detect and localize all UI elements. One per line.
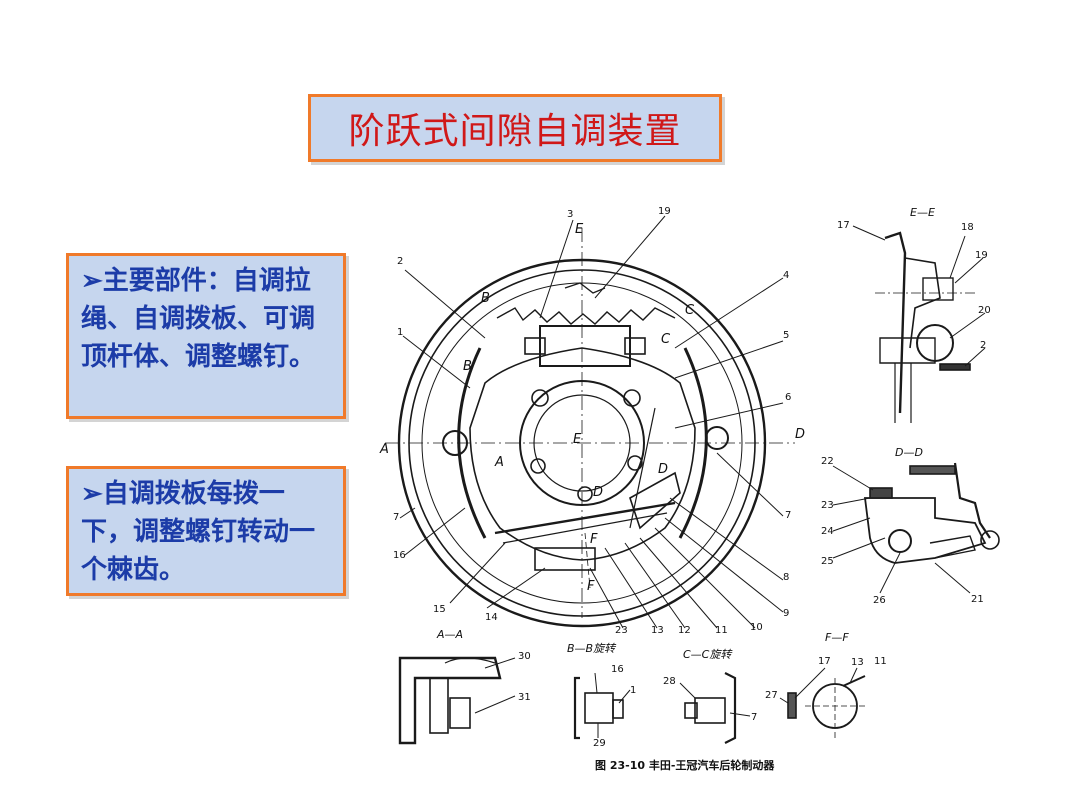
- section-ee-drawing: [852, 225, 986, 423]
- part-number-16: 16: [393, 550, 406, 561]
- letter-d-lower: D: [593, 485, 603, 500]
- diagram-caption: 图 23-10 丰田-王冠汽车后轮制动器: [595, 758, 775, 772]
- section-bb-label: B—B旋转: [567, 642, 617, 655]
- note-ratchet: ➢自调拨板每拨一下，调整螺钉转动一个棘齿。: [66, 466, 346, 596]
- part-number-2-ee: 2: [980, 340, 986, 351]
- letter-c-lower: C: [661, 332, 671, 347]
- part-number-26: 26: [873, 595, 886, 606]
- letter-a-right: A: [494, 455, 504, 470]
- part-number-labels: 1 2 3 4 5 6 7 7 8 9 10 11 12 13 14 15 16…: [393, 206, 991, 749]
- part-number-23-dd: 23: [821, 500, 834, 511]
- section-dd-label: D—D: [895, 446, 923, 459]
- part-number-18: 18: [961, 222, 974, 233]
- part-number-13: 13: [651, 625, 664, 636]
- part-number-7-cc: 7: [751, 712, 757, 723]
- part-number-6: 6: [785, 392, 791, 403]
- part-number-16-bb: 16: [611, 664, 624, 675]
- section-aa-label: A—A: [436, 628, 463, 641]
- section-ff-label: F—F: [825, 631, 849, 644]
- section-ee-label: E—E: [910, 206, 935, 219]
- part-number-30: 30: [518, 651, 531, 662]
- letter-d-right: D: [795, 427, 805, 442]
- part-number-31: 31: [518, 692, 531, 703]
- part-number-22: 22: [821, 456, 834, 467]
- part-number-24: 24: [821, 526, 834, 537]
- part-number-4: 4: [783, 270, 789, 281]
- part-number-21: 21: [971, 594, 984, 605]
- part-number-7-left: 7: [393, 512, 399, 523]
- section-letters: E E A A B B C C D D D F F: [379, 222, 805, 594]
- brake-diagram: E E A A B B C C D D D F F E—E D—D A—A B—…: [379, 206, 1000, 772]
- letter-b-top: B: [481, 291, 490, 306]
- section-bb-drawing: [573, 672, 631, 740]
- slide-title: 阶跃式间隙自调装置: [348, 111, 682, 152]
- part-number-11-ff: 11: [874, 656, 887, 667]
- title-box: 阶跃式间隙自调装置: [308, 94, 722, 162]
- part-number-11: 11: [715, 625, 728, 636]
- part-number-29: 29: [593, 738, 606, 749]
- note-main-parts: ➢主要部件：自调拉绳、自调拨板、可调顶杆体、调整螺钉。: [66, 253, 346, 419]
- section-dd-drawing: [832, 462, 1000, 594]
- part-number-7-right: 7: [785, 510, 791, 521]
- part-number-23-main: 23: [615, 625, 628, 636]
- part-number-19-main: 19: [658, 206, 671, 217]
- letter-c-top: C: [685, 303, 695, 318]
- part-number-19-ee: 19: [975, 250, 988, 261]
- section-aa-drawing: [398, 656, 516, 745]
- letter-e-top: E: [575, 222, 584, 237]
- letter-e-center: E: [573, 432, 582, 447]
- part-number-20: 20: [978, 305, 991, 316]
- letter-f-upper: F: [590, 532, 598, 547]
- part-number-1-bb: 1: [630, 685, 636, 696]
- letter-d-upper: D: [658, 462, 668, 477]
- part-number-8: 8: [783, 572, 789, 583]
- part-number-17-ff: 17: [818, 656, 831, 667]
- part-number-2: 2: [397, 256, 403, 267]
- letter-f-lower: F: [587, 579, 595, 594]
- section-cc-label: C—C旋转: [683, 648, 733, 661]
- part-number-10: 10: [750, 622, 763, 633]
- section-ff-drawing: [779, 667, 866, 738]
- part-number-3: 3: [567, 209, 573, 220]
- part-number-9: 9: [783, 608, 789, 619]
- part-number-25: 25: [821, 556, 834, 567]
- part-number-13-ff: 13: [851, 657, 864, 668]
- part-number-5: 5: [783, 330, 789, 341]
- part-number-12: 12: [678, 625, 691, 636]
- letter-a-left: A: [379, 442, 389, 457]
- section-cc-drawing: [679, 672, 751, 744]
- part-number-17-ee: 17: [837, 220, 850, 231]
- part-number-27: 27: [765, 690, 778, 701]
- part-number-15: 15: [433, 604, 446, 615]
- part-number-14: 14: [485, 612, 498, 623]
- section-titles: E—E D—D A—A B—B旋转 C—C旋转 F—F: [436, 206, 935, 661]
- part-number-28: 28: [663, 676, 676, 687]
- main-brake-drawing: [385, 215, 795, 629]
- part-number-1: 1: [397, 327, 403, 338]
- letter-b-lower: B: [463, 359, 472, 374]
